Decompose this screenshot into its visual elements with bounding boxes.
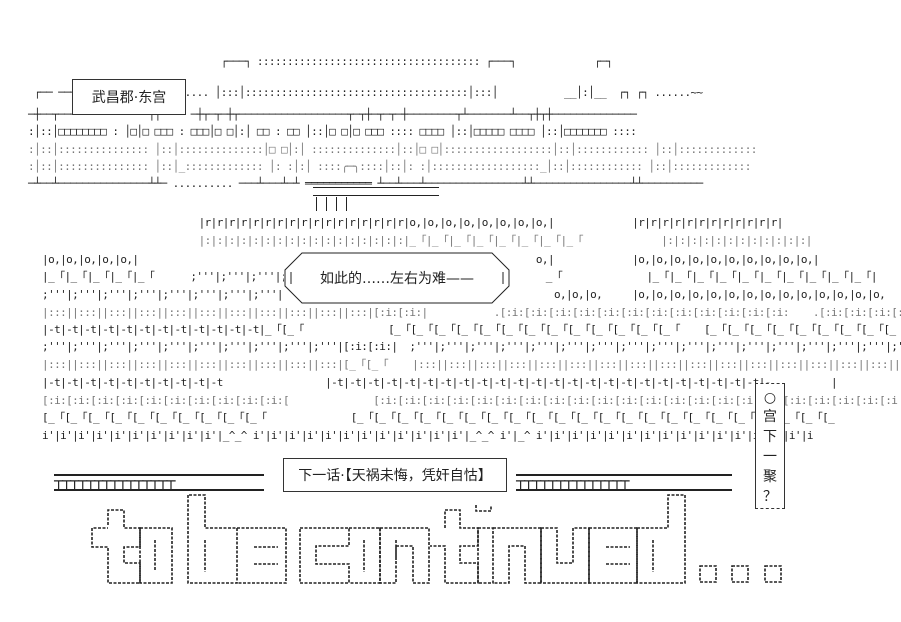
side-caption-char: 下 bbox=[763, 429, 777, 445]
crowd-row-12: [_「[_「[_「[_「[_「[_「[_「[_「[_「[_「 [_「[_「[_「… bbox=[30, 411, 835, 424]
speech-bubble-outline bbox=[284, 252, 510, 304]
pillar bbox=[346, 197, 347, 211]
ladder-right: ┬┬┬┬┬┬┬┬┬┬┬┬┬┬ bbox=[516, 472, 629, 490]
speech-bubble: 如此的……左右为难—— bbox=[284, 252, 510, 304]
crowd-row-3: |o,|o,|o,|o,|o,| o,| |o,|o,|o,|o,|o,|o,|… bbox=[42, 253, 820, 266]
crowd-row-13: i'|i'|i'|i'|i'|i'|i'|i'|i'|i'|_^_^ i'|i'… bbox=[30, 429, 814, 442]
location-caption-text: 武昌郡·东宫 bbox=[91, 90, 167, 106]
side-caption: ○ 宫 下 一 聚 ？ bbox=[755, 383, 785, 509]
ladder-left-top bbox=[54, 474, 264, 476]
side-caption-char: ？ bbox=[763, 489, 777, 505]
ladder-left-bottom bbox=[54, 489, 264, 491]
speech-bubble-text: 如此的……左右为难—— bbox=[320, 271, 474, 287]
side-caption-char: 聚 bbox=[763, 469, 777, 485]
ladder-right-bottom bbox=[516, 489, 732, 491]
stair-line-2 bbox=[313, 195, 439, 196]
crowd-row-8: ;'''|;'''|;'''|;'''|;'''|;'''|;'''|;'''|… bbox=[42, 340, 901, 353]
pillar bbox=[316, 197, 317, 211]
crowd-row-10: |-t|-t|-t|-t|-t|-t|-t|-t|-t|-t |-t|-t|-t… bbox=[30, 376, 838, 389]
side-caption-char: 一 bbox=[763, 449, 777, 465]
ladder-left: ┬┬┬┬┬┬┬┬┬┬┬┬┬┬┬ bbox=[54, 472, 175, 490]
crowd-row-7: |-t|-t|-t|-t|-t|-t|-t|-t|-t|-t|-t|-t|_「[… bbox=[42, 323, 901, 336]
next-episode-caption-text: 下一话·【天祸未悔，凭奸自怙】 bbox=[298, 468, 492, 484]
palace-row-6: :│::│::::::::::::::: │::│_::::::::::::: … bbox=[22, 160, 751, 173]
ladder-right-top bbox=[516, 474, 732, 476]
palace-row-4: :│::│□□□□□□□□ : │□│□ □□□ : □□□│□ □│:│ □□… bbox=[22, 125, 637, 138]
side-caption-char: ○ bbox=[763, 390, 777, 406]
crowd-row-2: |:|:|:|:|:|:|:|:|:|:|:|:|:|:|:|:|:|_「|_「… bbox=[30, 234, 813, 247]
palace-row-5: :│::│::::::::::::::: │::│::::::::::::::│… bbox=[22, 143, 757, 156]
location-caption: 武昌郡·东宫 bbox=[72, 79, 186, 115]
side-caption-char: 宫 bbox=[763, 409, 777, 425]
stair-line-1 bbox=[313, 187, 439, 188]
crowd-row-6: |:::||:::||:::||:::||:::||:::||:::||:::|… bbox=[42, 306, 901, 319]
pillar bbox=[326, 197, 327, 211]
crowd-row-1: |r|r|r|r|r|r|r|r|r|r|r|r|r|r|r|r|r|o,|o,… bbox=[30, 216, 784, 229]
pillar bbox=[336, 197, 337, 211]
palace-row-1: ┌───┐ ::::::::::::::::::::::::::::::::::… bbox=[22, 55, 613, 68]
next-episode-caption: 下一话·【天祸未悔，凭奸自怙】 bbox=[283, 458, 507, 492]
crowd-row-9: |:::||:::||:::||:::||:::||:::||:::||:::|… bbox=[42, 358, 901, 371]
palace-row-7: ─┴──┴───────────────┴┴─ .......... ───┴─… bbox=[22, 177, 703, 190]
